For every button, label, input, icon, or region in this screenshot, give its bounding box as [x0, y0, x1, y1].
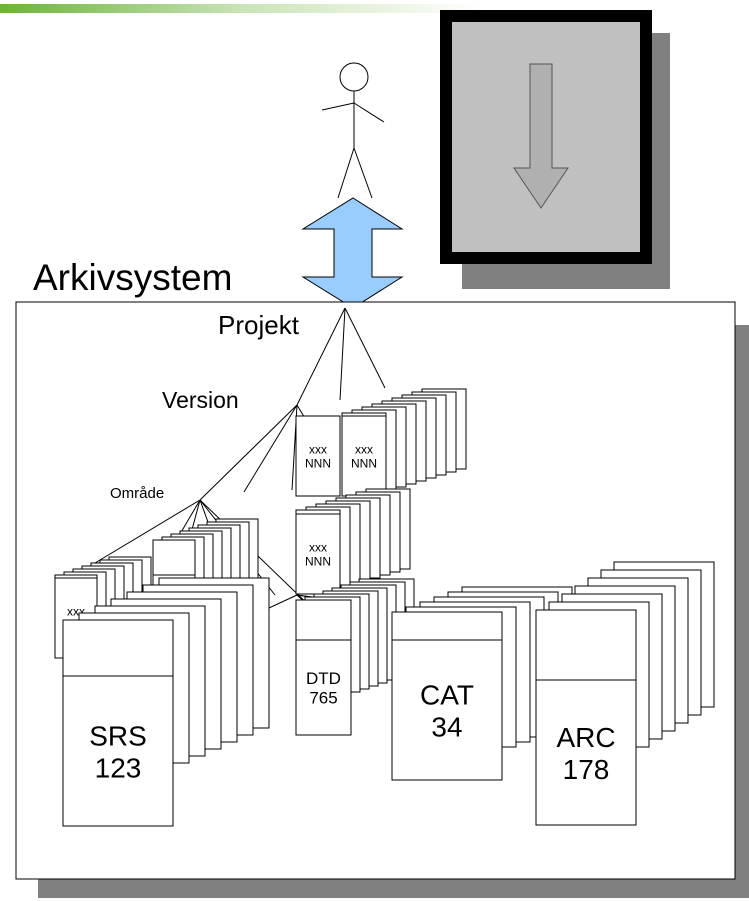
doc-stack-dtd-label-line: 765	[309, 689, 337, 708]
doc-stack-dtd-label-line: DTD	[306, 669, 341, 688]
doc-stack-srs-label-line: SRS	[89, 720, 147, 751]
doc-stack-srs-label-line: 123	[95, 753, 142, 784]
diagram-title: Arkivsystem	[33, 257, 232, 298]
level-label-version: Version	[162, 387, 239, 413]
document-stacks: xxxNNNxxxNNNxxxNNNxxxNNNxxxNNNSRS123DTD7…	[54, 388, 715, 827]
doc-stack-arc-label-line: 178	[563, 754, 610, 785]
doc-stack-srs-sheet	[62, 675, 174, 827]
double-arrow-icon	[301, 197, 404, 309]
version-stack-b-label-line: xxx	[355, 443, 373, 457]
area-stack-mid-label-line: NNN	[305, 554, 331, 568]
doc-stack-dtd-sheet	[295, 639, 352, 736]
version-stack-b-label-line: NNN	[351, 456, 377, 470]
version-stack-a-label-line: NNN	[305, 456, 331, 470]
version-stack-a-sheet	[295, 415, 341, 497]
doc-stack-cat-label-line: 34	[431, 712, 462, 743]
accent-bar	[0, 4, 480, 13]
version-stack-b-sheet	[341, 415, 387, 497]
doc-stack-cat-label-line: CAT	[420, 679, 474, 710]
level-label-project: Projekt	[218, 310, 300, 340]
version-stack-a-label-line: xxx	[309, 443, 327, 457]
doc-stack-arc-sheet	[535, 679, 637, 826]
area-stack-mid-label-line: xxx	[309, 541, 327, 555]
down-arrow-icon	[513, 63, 569, 209]
doc-stack-arc-label-line: ARC	[556, 722, 615, 753]
doc-stack-cat-sheet	[391, 639, 503, 781]
down-arrow-panel	[440, 10, 670, 289]
level-label-area: Område	[110, 485, 164, 502]
area-stack-mid-sheet	[295, 513, 341, 595]
stick-figure-icon	[321, 62, 385, 199]
